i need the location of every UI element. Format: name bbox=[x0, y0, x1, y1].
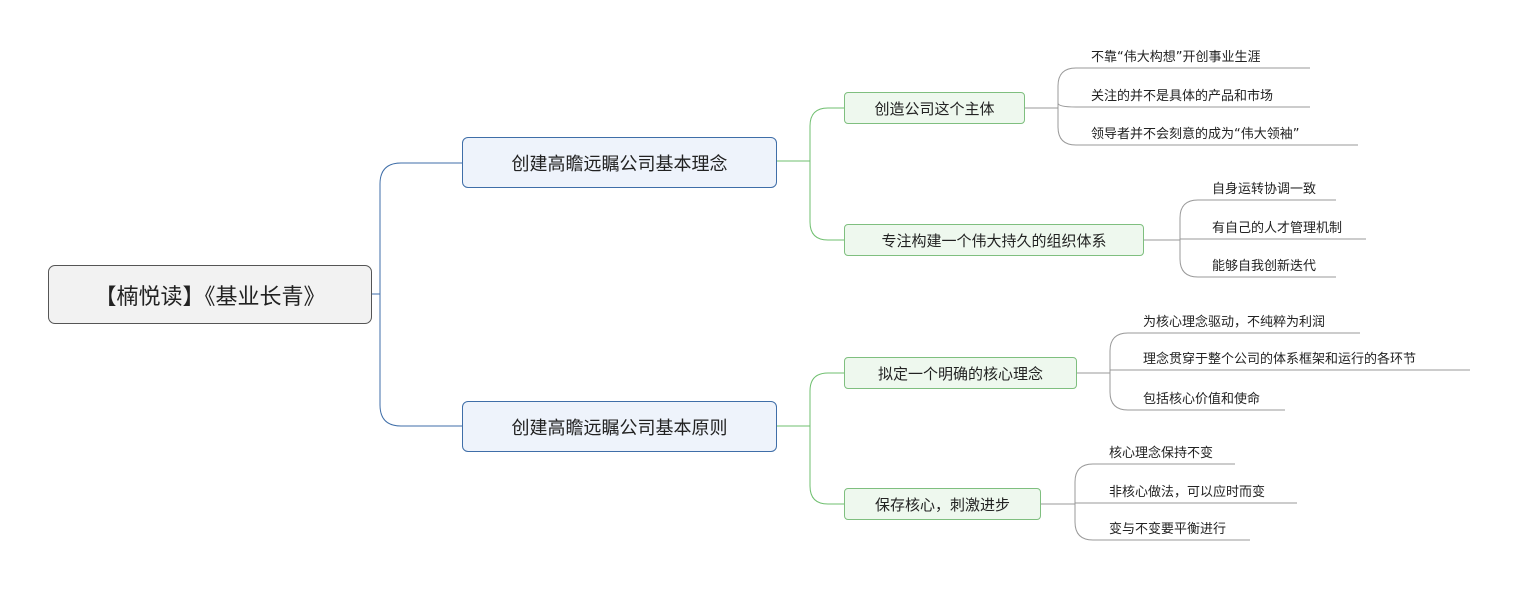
link-leaves-1-1 bbox=[1025, 67, 1358, 146]
link-root-branch-1 bbox=[372, 162, 462, 295]
subtopic-1-1[interactable]: 创造公司这个主体 bbox=[844, 92, 1025, 124]
subtopic-label: 创造公司这个主体 bbox=[874, 99, 995, 118]
subtopic-1-2[interactable]: 专注构建一个伟大持久的组织体系 bbox=[844, 224, 1144, 256]
leaf-topic[interactable]: 核心理念保持不变 bbox=[1109, 446, 1214, 461]
link-branch-1-sub-1 bbox=[777, 107, 844, 162]
leaf-topic[interactable]: 能够自我创新迭代 bbox=[1212, 259, 1317, 274]
leaf-topic[interactable]: 有自己的人才管理机制 bbox=[1212, 221, 1343, 236]
main-topic-label: 创建高瞻远瞩公司基本理念 bbox=[511, 153, 728, 175]
link-branch-2-sub-1 bbox=[777, 372, 844, 427]
link-leaves-1-2 bbox=[1144, 199, 1366, 278]
main-topic-1[interactable]: 创建高瞻远瞩公司基本理念 bbox=[462, 137, 777, 188]
leaf-topic[interactable]: 不靠“伟大构想”开创事业生涯 bbox=[1091, 50, 1261, 65]
leaf-topic[interactable]: 领导者并不会刻意的成为“伟大领袖” bbox=[1091, 127, 1300, 142]
leaf-topic[interactable]: 包括核心价值和使命 bbox=[1143, 392, 1261, 407]
subtopic-label: 拟定一个明确的核心理念 bbox=[877, 364, 1043, 383]
leaf-topic[interactable]: 变与不变要平衡进行 bbox=[1109, 522, 1227, 537]
leaf-topic[interactable]: 非核心做法，可以应时而变 bbox=[1109, 485, 1266, 500]
leaf-topic[interactable]: 自身运转协调一致 bbox=[1212, 182, 1317, 197]
link-root-branch-2 bbox=[372, 293, 462, 427]
main-topic-2[interactable]: 创建高瞻远瞩公司基本原则 bbox=[462, 401, 777, 452]
link-branch-2-sub-2 bbox=[777, 425, 844, 505]
link-leaves-2-2 bbox=[1041, 463, 1297, 541]
main-topic-label: 创建高瞻远瞩公司基本原则 bbox=[511, 417, 728, 439]
leaf-topic[interactable]: 为核心理念驱动，不纯粹为利润 bbox=[1143, 315, 1326, 330]
leaf-topic[interactable]: 关注的并不是具体的产品和市场 bbox=[1091, 89, 1274, 104]
leaf-topic[interactable]: 理念贯穿于整个公司的体系框架和运行的各环节 bbox=[1143, 352, 1417, 367]
link-branch-1-sub-2 bbox=[777, 160, 844, 241]
subtopic-label: 保存核心，刺激进步 bbox=[874, 495, 1010, 514]
subtopic-label: 专注构建一个伟大持久的组织体系 bbox=[881, 231, 1107, 250]
subtopic-2-1[interactable]: 拟定一个明确的核心理念 bbox=[844, 357, 1077, 389]
subtopic-2-2[interactable]: 保存核心，刺激进步 bbox=[844, 488, 1041, 520]
link-leaves-2-1 bbox=[1077, 332, 1470, 411]
root-topic-label: 【楠悦读】《基业长青》 bbox=[94, 284, 326, 310]
root-topic[interactable]: 【楠悦读】《基业长青》 bbox=[48, 265, 372, 324]
